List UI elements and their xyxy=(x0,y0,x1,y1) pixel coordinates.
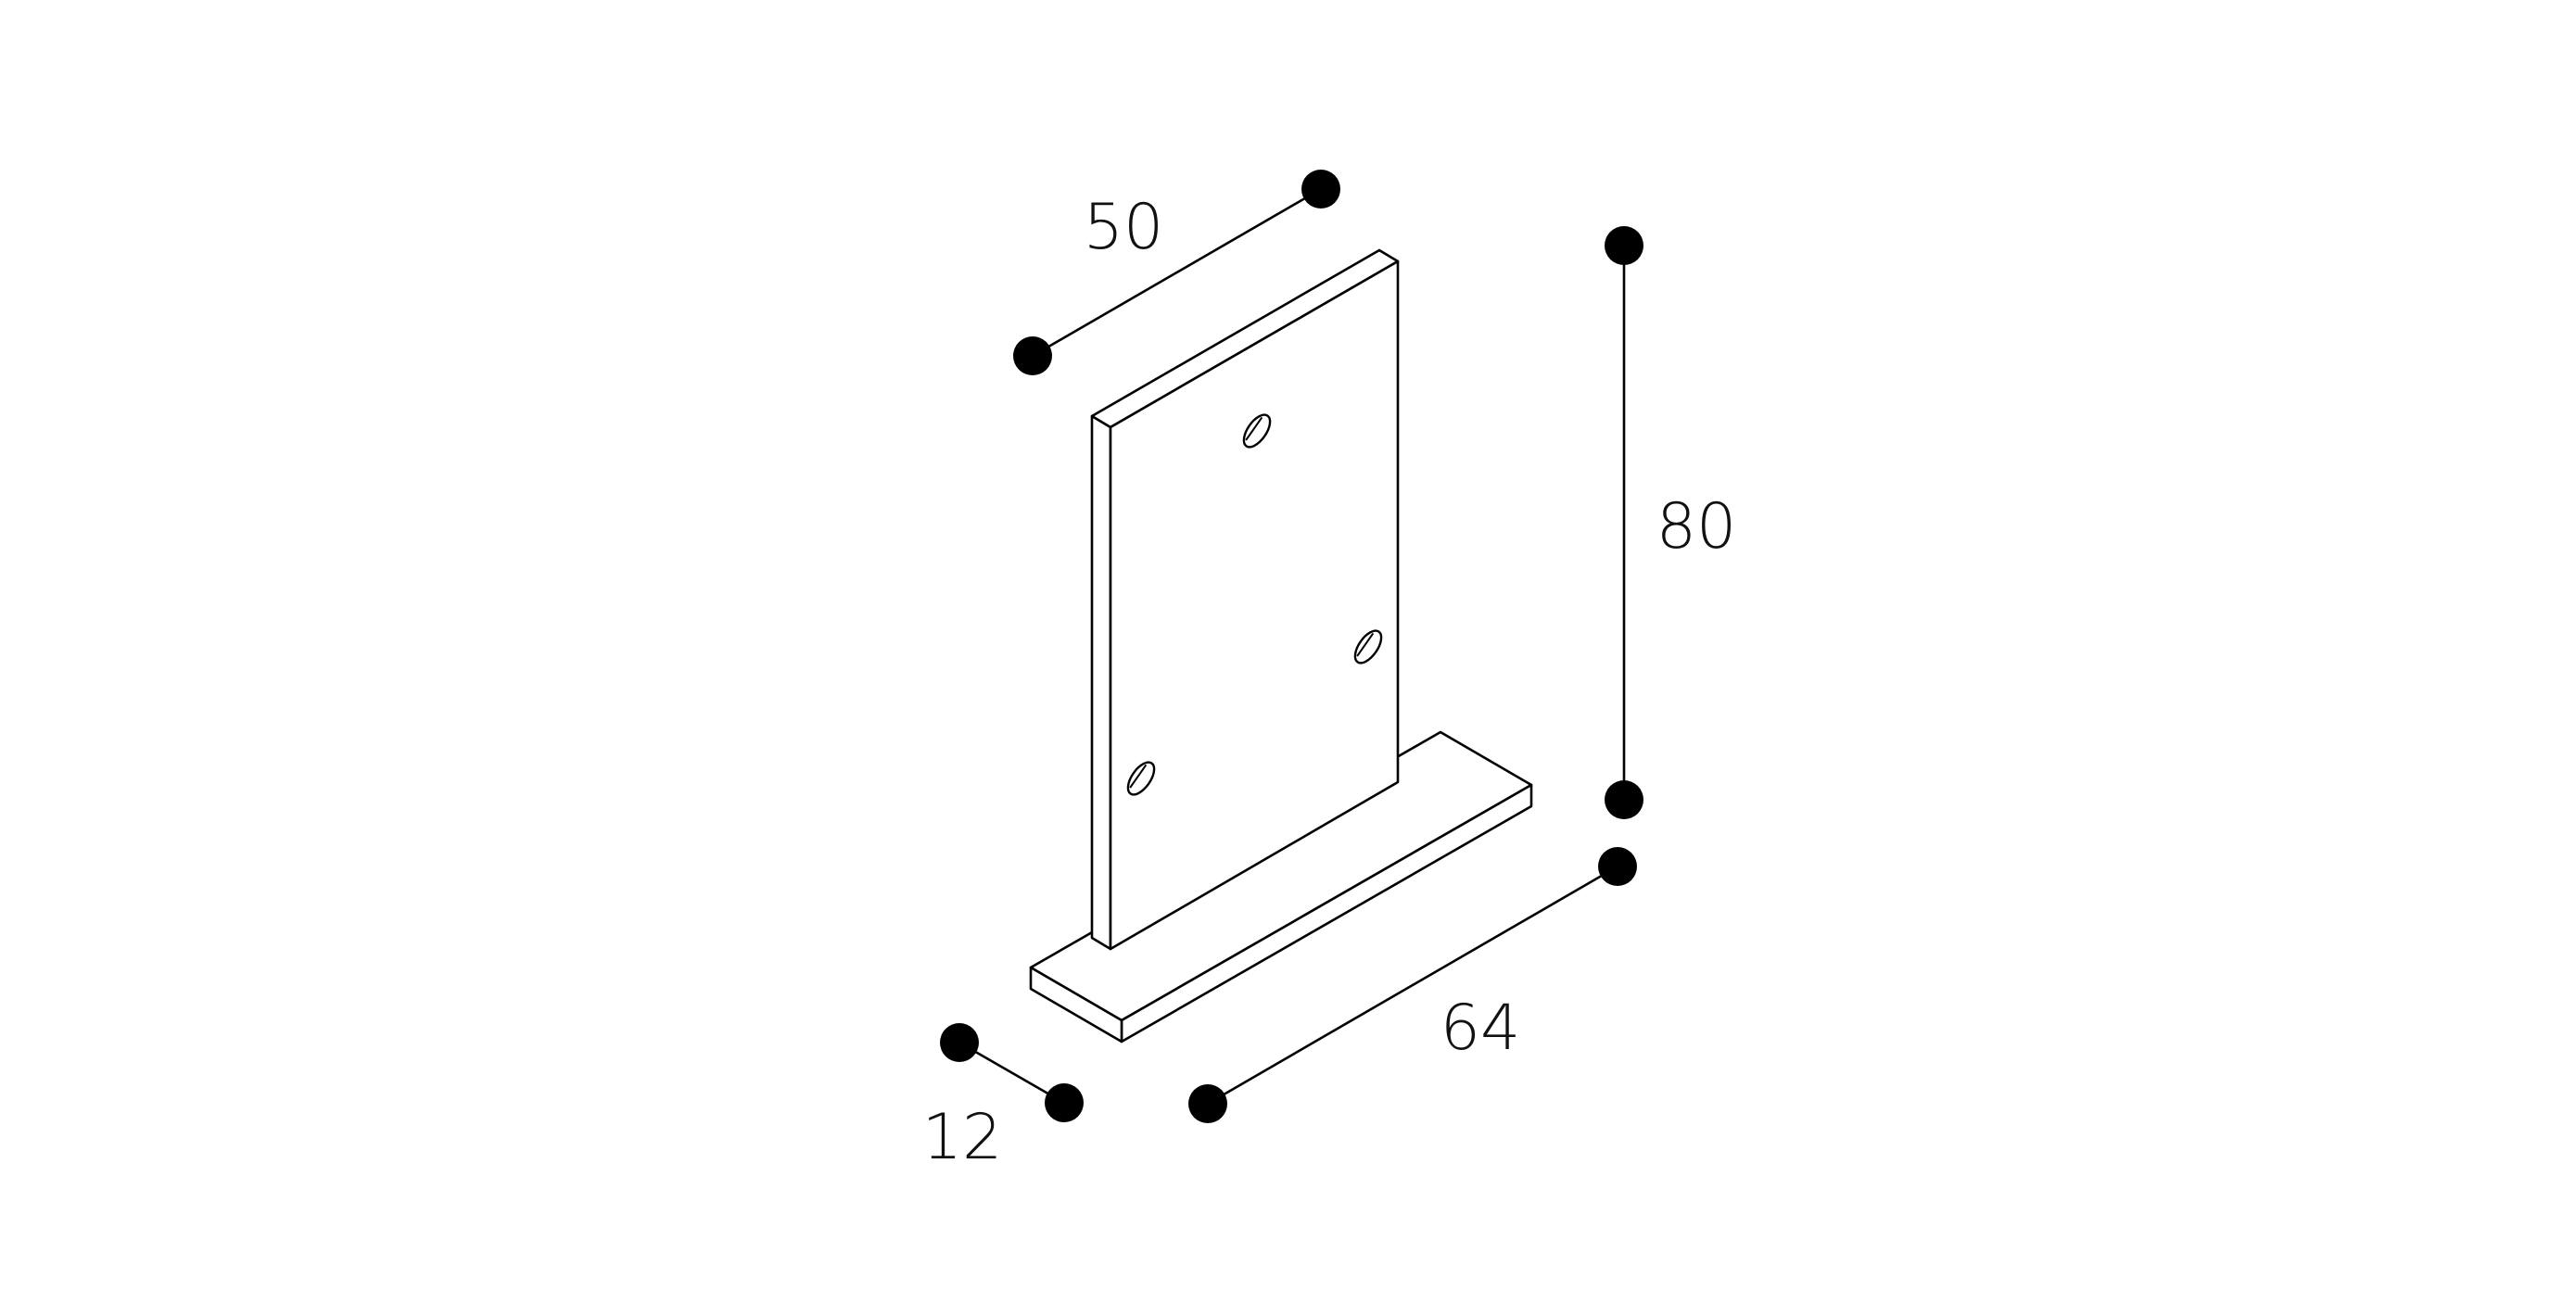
dimension-line xyxy=(1031,187,1323,358)
dimension-line xyxy=(958,1041,1066,1105)
dimension-width: 50 xyxy=(1013,170,1340,375)
screw-hole xyxy=(1242,413,1272,449)
dimension-endpoint xyxy=(1605,780,1643,819)
dimension-endpoint xyxy=(940,1023,979,1062)
screw-hole xyxy=(1126,761,1156,796)
dimension-height: 80 xyxy=(1605,226,1736,819)
vertical-plate xyxy=(1090,248,1400,951)
dimension-label-thickness: 12 xyxy=(922,1101,1003,1174)
dimension-endpoint xyxy=(1605,226,1643,265)
dimension-depth: 64 xyxy=(1188,847,1637,1123)
dimension-label-width: 50 xyxy=(1084,191,1164,264)
base-plate-left-face xyxy=(1029,966,1123,1043)
dimension-endpoint xyxy=(1013,336,1052,375)
dimension-endpoint xyxy=(1188,1084,1227,1123)
dimension-label-depth: 64 xyxy=(1440,992,1521,1065)
dimension-thickness: 12 xyxy=(922,1023,1084,1174)
vertical-plate-left-edge xyxy=(1090,414,1112,951)
dimension-endpoint xyxy=(1301,170,1340,209)
base-plate xyxy=(1029,730,1533,1043)
dimension-label-height: 80 xyxy=(1656,490,1737,563)
dimension-endpoint xyxy=(1045,1083,1084,1122)
dimension-endpoint xyxy=(1598,847,1637,886)
dimension-line xyxy=(1206,865,1619,1106)
screw-hole xyxy=(1353,629,1383,664)
vertical-plate-front-face xyxy=(1109,259,1400,951)
